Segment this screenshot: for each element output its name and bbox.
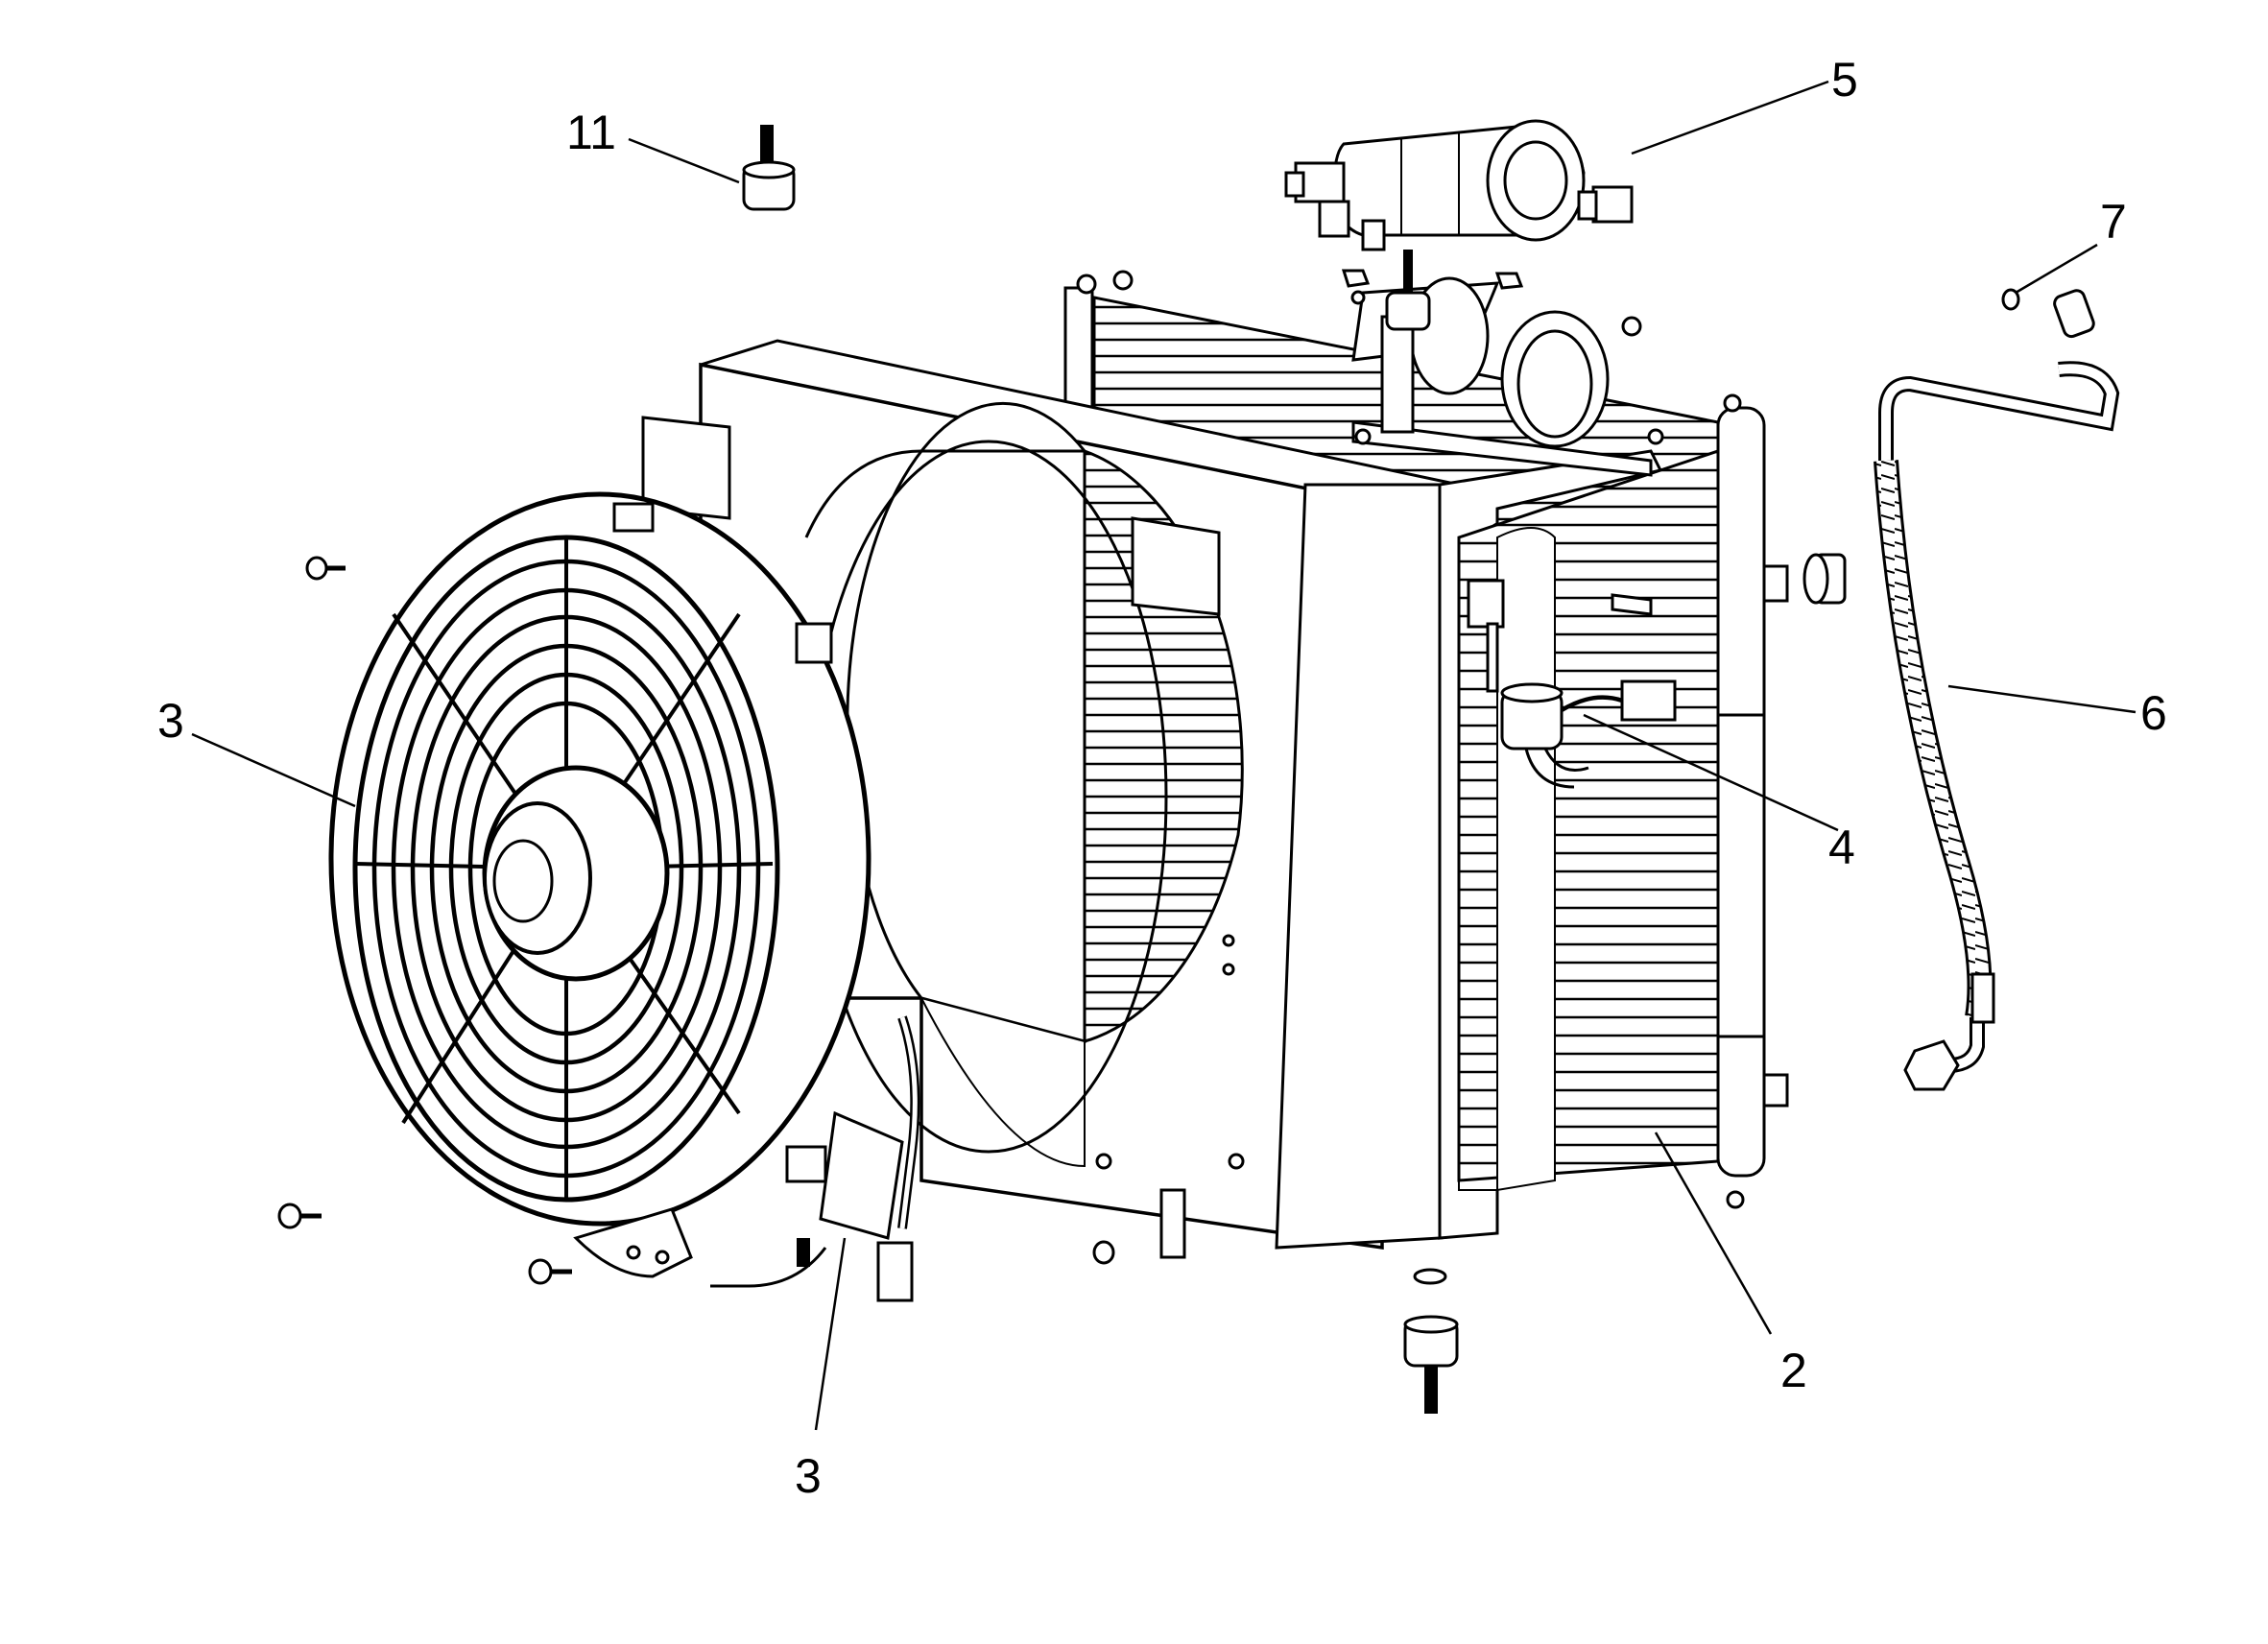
condenser-side-tank [1716,406,1766,1178]
leader-lines [191,80,2137,1431]
leader-5 [1631,80,1829,155]
fan-screw-3 [528,1258,572,1285]
ac-hose [1802,288,2120,1091]
callout-7: 7 [2100,195,2127,249]
callout-3-upper: 3 [157,694,184,748]
isolator-mount-top [742,125,796,211]
leader-3b [814,1237,847,1431]
callout-11: 11 [566,106,616,159]
leader-2 [1654,1132,1773,1335]
callout-5: 5 [1831,53,1858,107]
receiver-drier [1284,119,1664,477]
fan-screw-1 [305,556,346,581]
isolator-mount-bottom [1403,1268,1459,1414]
fan-screw-2 [277,1203,322,1229]
leader-3a [191,732,356,808]
callout-6: 6 [2140,686,2167,740]
pressure-switch [1467,579,1677,789]
callout-4: 4 [1828,821,1855,874]
leader-6 [1947,684,2137,714]
fan-shroud-frame [641,339,1720,1259]
callout-2: 2 [1780,1344,1807,1397]
callout-3-lower: 3 [795,1449,822,1503]
cooling-fan-assembly [277,491,1115,1302]
callout-labels: 11 5 7 3 6 4 2 3 [157,53,2167,1503]
leader-4 [1583,713,1839,832]
leader-7 [2015,243,2098,295]
leader-11 [628,137,740,184]
